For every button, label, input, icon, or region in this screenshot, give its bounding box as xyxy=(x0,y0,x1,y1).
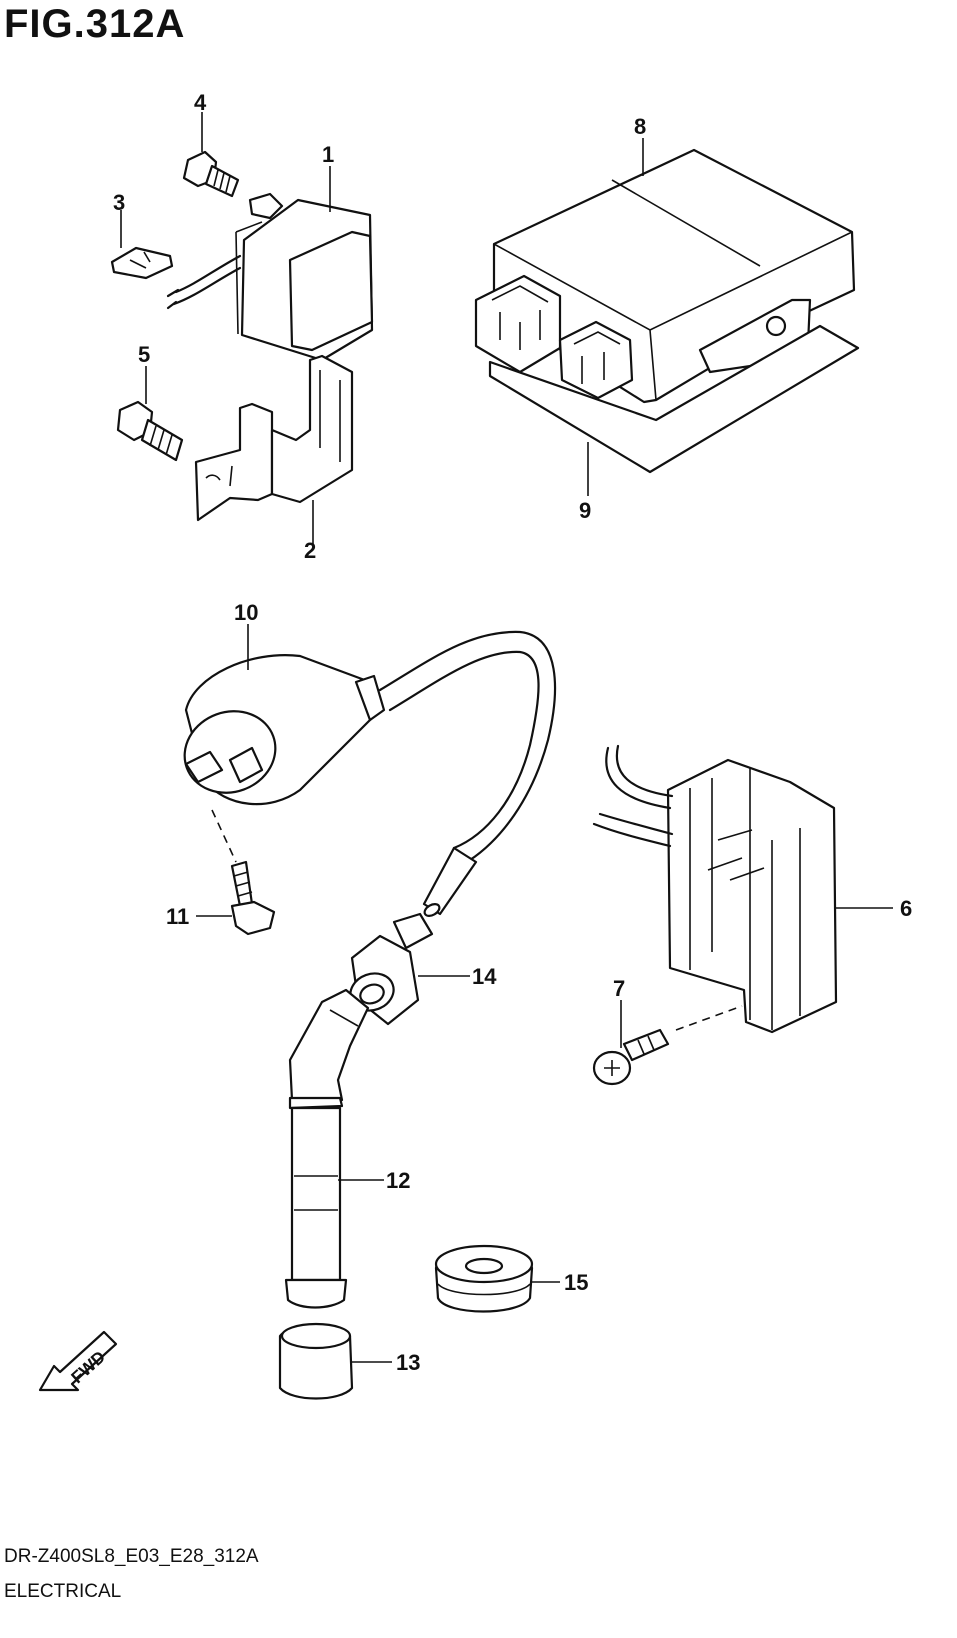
callout-3: 3 xyxy=(113,190,125,215)
callout-12: 12 xyxy=(386,1168,410,1193)
callout-8: 8 xyxy=(634,114,646,139)
callout-1: 1 xyxy=(322,142,334,167)
part-13-plug-cover[interactable] xyxy=(278,1322,354,1400)
part-6-regulator[interactable] xyxy=(592,744,838,1034)
callout-numbers: 1 2 3 4 5 6 7 8 9 10 11 12 13 14 15 xyxy=(113,90,912,1375)
part-3-clip[interactable] xyxy=(110,246,174,280)
figure-code: DR-Z400SL8_E03_E28_312A xyxy=(4,1546,259,1567)
part-9-pad[interactable] xyxy=(488,324,860,474)
callout-4: 4 xyxy=(194,90,207,115)
part-2-bracket[interactable] xyxy=(194,354,354,522)
callout-15: 15 xyxy=(564,1270,588,1295)
callout-13: 13 xyxy=(396,1350,420,1375)
callout-14: 14 xyxy=(472,964,497,989)
figure-name: ELECTRICAL xyxy=(4,1581,122,1602)
callout-2: 2 xyxy=(304,538,316,563)
callout-9: 9 xyxy=(579,498,591,523)
fwd-arrow: FWD xyxy=(38,1330,118,1392)
callout-7: 7 xyxy=(613,976,625,1001)
part-1-relay[interactable] xyxy=(166,192,374,362)
figure-title: FIG.312A xyxy=(4,2,186,46)
part-8-cdi-unit[interactable] xyxy=(474,148,856,404)
part-12-plug-cap[interactable] xyxy=(284,988,370,1309)
part-11-bolt[interactable] xyxy=(230,860,276,936)
part-10-ignition-coil[interactable] xyxy=(173,630,557,918)
assembly-lines xyxy=(211,809,743,1031)
part-4-bolt[interactable] xyxy=(182,150,240,198)
callout-10: 10 xyxy=(234,600,258,625)
leader-lines xyxy=(120,112,893,1363)
callout-6: 6 xyxy=(900,896,912,921)
part-7-screw[interactable] xyxy=(592,1028,670,1086)
part-5-bolt[interactable] xyxy=(116,400,184,462)
part-15-grommet[interactable] xyxy=(434,1244,534,1313)
callout-11: 11 xyxy=(166,904,189,929)
callout-5: 5 xyxy=(138,342,150,367)
